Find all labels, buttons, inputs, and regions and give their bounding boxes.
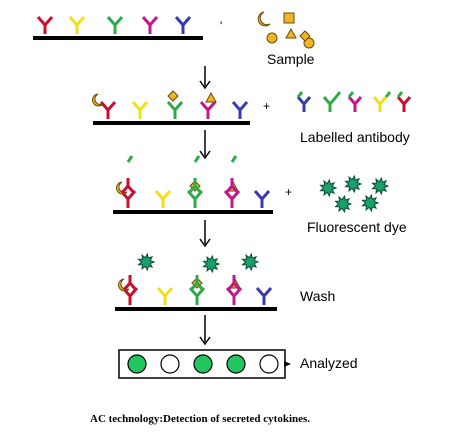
plus-1: + [263,99,270,113]
sample-label: Sample [267,51,315,67]
empty-well [160,354,180,374]
bound-dye-group [137,252,260,274]
analyzed-label: Analyzed [300,355,358,371]
fluorescent-well [226,354,246,374]
step4-plate [115,275,277,311]
step1-plate [33,16,203,40]
caption: AC technology:Detection of secreted cyto… [90,413,310,425]
empty-well [259,354,279,374]
fluorescent-dye-star [371,176,390,196]
fluorescent-dye-star [334,194,353,214]
tick-mark: ' [220,19,222,33]
labelled-antibody-label: Labelled antibody [300,129,410,145]
arrow-2 [199,130,211,160]
arrow-4 [199,315,211,346]
step1-antibodies [36,16,192,34]
fluorescent-dye-group [319,174,390,214]
step3-plate [113,155,273,214]
arrow-5 [284,361,291,367]
labelled-antibodies [296,91,412,112]
fluorescent-well [127,354,147,374]
sample-cytokines [257,11,315,49]
fluorescent-dye-label: Fluorescent dye [307,219,407,235]
wells-group [127,354,279,374]
fluorescent-dye-star [361,193,380,213]
wash-label: Wash [300,288,335,304]
arrow-3 [199,220,211,248]
step2-plate [92,90,250,125]
fluorescent-well [193,354,213,374]
fluorescent-dye-star [344,174,363,194]
bound-dye-star [202,254,221,274]
fluorescent-dye-star [319,178,338,198]
arrow-1 [199,66,211,90]
bound-dye-star [137,252,156,272]
readout-strip [118,349,286,379]
plus-2: + [285,185,292,199]
bound-dye-star [241,252,260,272]
